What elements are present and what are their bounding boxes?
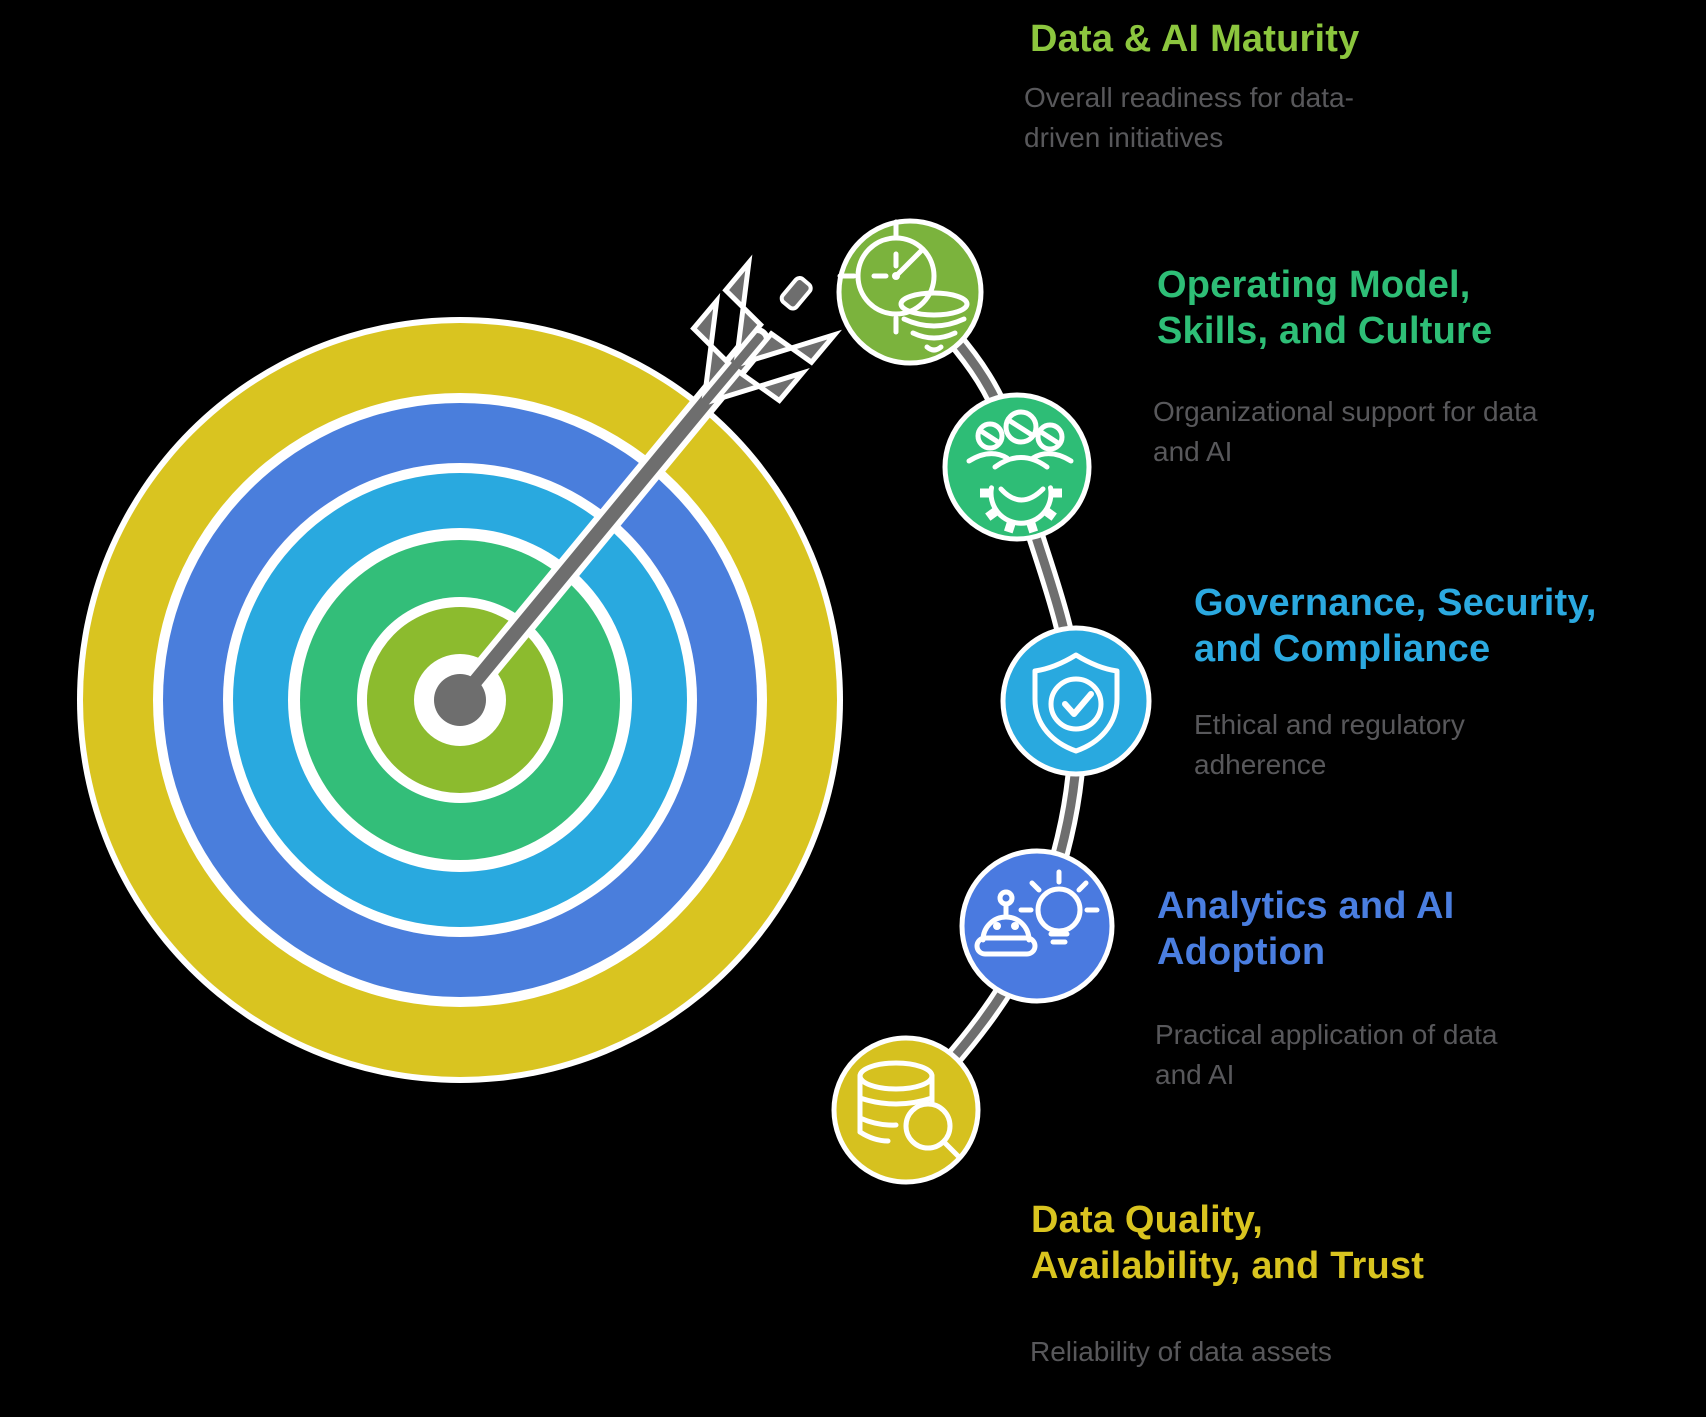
section-1-title: Data & AI Maturity (1030, 18, 1360, 60)
section-1-subtitle: Overall readiness for data- driven initi… (1024, 82, 1354, 154)
step-3-circle (1000, 625, 1152, 777)
database-search-icon (857, 1060, 961, 1159)
step-2-circle (942, 392, 1092, 542)
step-2-badge (942, 392, 1092, 542)
feather (740, 329, 842, 367)
step-4-circle (959, 848, 1115, 1004)
step-1-badge (836, 218, 984, 366)
arrow-shaft (453, 333, 764, 707)
section-4-subtitle: Practical application of data and AI (1155, 1019, 1498, 1091)
step-5-badge (831, 1035, 981, 1185)
step-3-badge (1000, 625, 1152, 777)
section-3-subtitle: Ethical and regulatory adherence (1194, 709, 1465, 781)
arrow (434, 254, 842, 726)
section-2-title: Operating Model, Skills, and Culture (1157, 264, 1493, 353)
feather (722, 254, 765, 361)
arrow-fletching (690, 254, 842, 405)
section-2-subtitle: Organizational support for data and AI (1153, 396, 1538, 468)
feather (690, 292, 732, 399)
arrow-tip-dot (434, 674, 486, 726)
section-5-title: Data Quality, Availability, and Trust (1031, 1199, 1425, 1288)
section-3-title: Governance, Security, and Compliance (1194, 582, 1597, 671)
section-5-subtitle: Reliability of data assets (1030, 1336, 1332, 1367)
step-5-circle (831, 1035, 981, 1185)
shield-check-icon (1032, 652, 1120, 754)
robot-lightbulb-icon (974, 869, 1100, 957)
team-gear-icon (966, 409, 1074, 534)
step-4-badge (959, 848, 1115, 1004)
feather (708, 368, 810, 405)
arrow-nock (779, 276, 813, 311)
radar-target-funnel-icon (837, 219, 970, 353)
section-4-title: Analytics and AI Adoption (1157, 885, 1455, 974)
